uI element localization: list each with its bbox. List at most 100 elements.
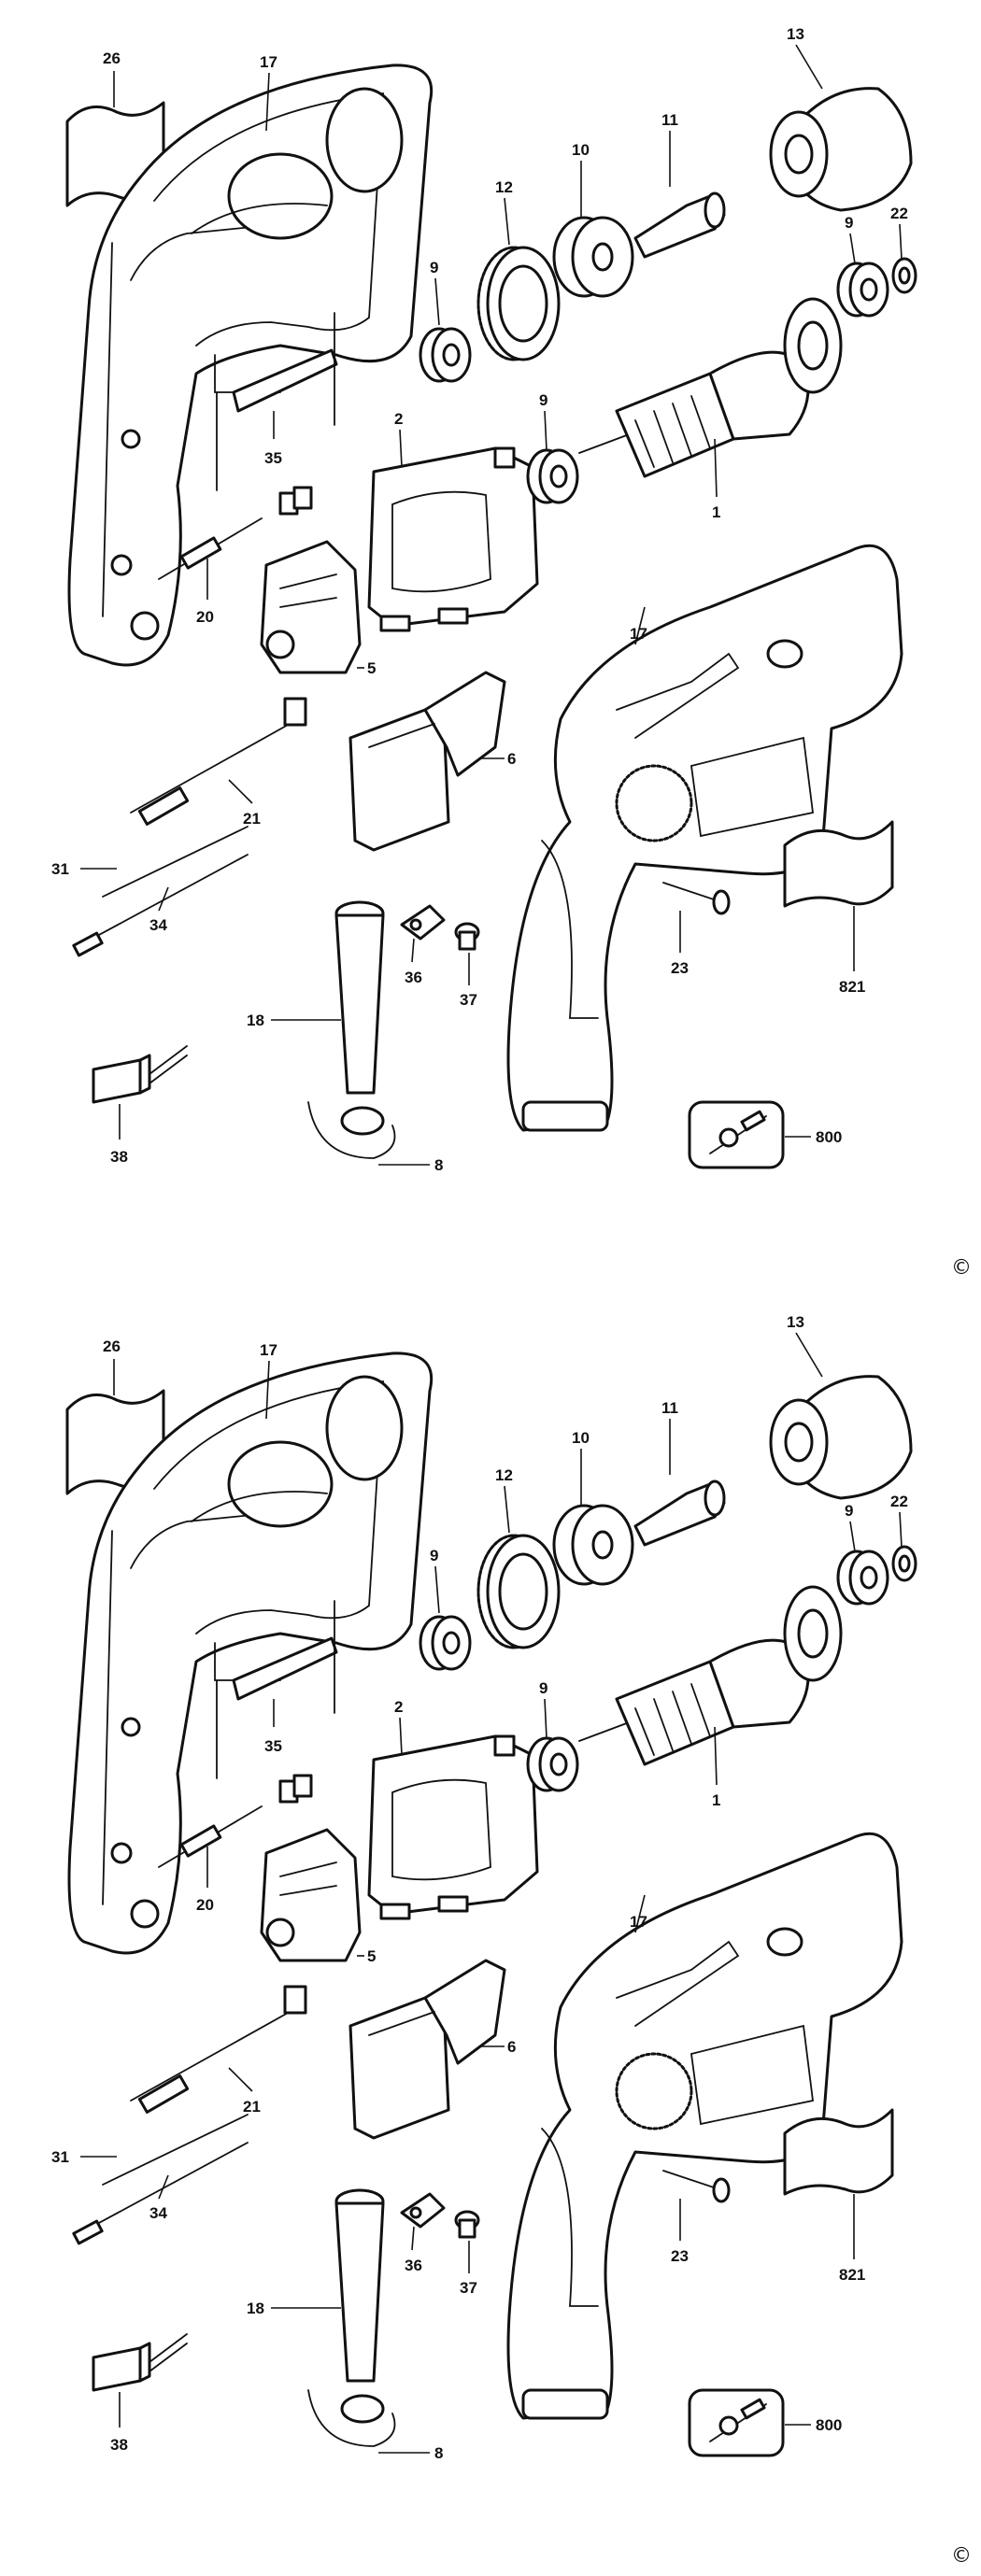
stator-2	[367, 446, 539, 632]
bearing-9-middle	[526, 1736, 579, 1792]
side-handle-18	[307, 2188, 396, 2447]
part-number-22: 22	[890, 1493, 908, 1510]
gear-12	[476, 246, 561, 361]
clip-35	[232, 1636, 338, 1701]
washer-22	[891, 1545, 917, 1582]
part-number-26: 26	[103, 1338, 121, 1355]
wire-31	[102, 2114, 249, 2186]
clamp-36	[400, 904, 446, 941]
part-number-8: 8	[434, 1156, 443, 1174]
leader-lines	[80, 1332, 903, 2454]
part-number-1: 1	[712, 1791, 720, 1809]
part-number-37: 37	[460, 991, 477, 1009]
part-number-6: 6	[507, 2038, 516, 2056]
part-number-10: 10	[572, 1429, 590, 1447]
part-number-2: 2	[394, 1698, 403, 1716]
exploded-diagram-drawing: 26 17 13 11 10 12 9 22 9 9 2 35 1 20 5 1…	[51, 1313, 917, 2462]
leader-lines	[80, 44, 903, 1166]
bearing-9-middle	[526, 448, 579, 504]
wire-21	[130, 1985, 307, 2114]
exploded-diagram-sheet-1: 26 17 13 11 10 12 9 22 9 9 2 35 1 20 5 1…	[51, 25, 972, 1280]
part-number-18: 18	[247, 1012, 264, 1029]
spacer-10	[552, 216, 634, 298]
bearing-9-right	[836, 1550, 889, 1606]
part-number-12: 12	[495, 178, 513, 196]
part-number-6: 6	[507, 750, 516, 768]
housing-half-17	[67, 64, 433, 667]
housing-half-17	[67, 1352, 433, 1955]
bearing-9-right	[836, 262, 889, 318]
part-number-17-housing: 17	[260, 53, 277, 71]
part-number-38: 38	[110, 2436, 128, 2454]
spindle-11	[633, 191, 726, 259]
exploded-diagram-sheet-2: 26 17 13 11 10 12 9 22 9 9 2 35 1 20 5 1…	[0, 1288, 981, 2576]
chuck-13	[769, 1375, 913, 1500]
gear-12	[476, 1534, 561, 1649]
part-number-9-left: 9	[430, 259, 438, 276]
chuck-13	[769, 87, 913, 212]
part-number-31: 31	[51, 2148, 69, 2166]
part-number-13: 13	[787, 25, 804, 43]
part-number-37: 37	[460, 2279, 477, 2297]
part-number-34: 34	[149, 916, 167, 934]
part-number-821: 821	[839, 2266, 865, 2284]
part-number-5: 5	[367, 1947, 376, 1965]
part-number-9-middle: 9	[539, 391, 547, 409]
part-number-18: 18	[247, 2300, 264, 2317]
part-number-8: 8	[434, 2444, 443, 2462]
part-number-34: 34	[149, 2204, 167, 2222]
part-number-9-right: 9	[845, 214, 853, 232]
part-number-35: 35	[264, 449, 282, 467]
label-821	[783, 820, 894, 908]
part-number-17-drill: 17	[630, 1913, 647, 1931]
washer-22	[891, 257, 917, 294]
exploded-diagram-drawing: 26 17 13 11 10 12 9 22 9 9 2 35 1 20 5 1…	[51, 25, 917, 1174]
wire-34	[74, 854, 249, 949]
part-number-12: 12	[495, 1466, 513, 1484]
switch-6	[348, 1959, 506, 2140]
brush-38	[92, 1045, 188, 1104]
assembled-drill-17	[506, 1832, 903, 2420]
kit-box-800	[688, 2388, 785, 2457]
spindle-11	[633, 1479, 726, 1547]
part-number-1: 1	[712, 503, 720, 521]
part-number-13: 13	[787, 1313, 804, 1331]
part-number-36: 36	[405, 2257, 422, 2274]
wire-21	[130, 697, 307, 826]
brush-holder-5	[260, 540, 362, 674]
part-number-11: 11	[661, 111, 678, 129]
part-number-23: 23	[671, 959, 689, 977]
copyright-mark: ©	[951, 2544, 972, 2568]
part-number-821: 821	[839, 978, 865, 996]
screw-37	[454, 922, 480, 951]
armature-1	[578, 297, 843, 478]
part-number-22: 22	[890, 205, 908, 222]
part-number-800: 800	[816, 1128, 842, 1146]
wire-31	[102, 826, 249, 898]
part-number-36: 36	[405, 969, 422, 986]
part-number-35: 35	[264, 1737, 282, 1755]
part-number-800: 800	[816, 2416, 842, 2434]
wire-20	[158, 486, 313, 580]
part-number-10: 10	[572, 141, 590, 159]
kit-box-800	[688, 1100, 785, 1169]
brush-holder-5	[260, 1828, 362, 1962]
side-handle-18	[307, 900, 396, 1159]
wire-34	[74, 2142, 249, 2237]
assembled-drill-17	[506, 544, 903, 1132]
part-number-21: 21	[243, 2098, 261, 2116]
label-821	[783, 2108, 894, 2196]
copyright-mark: ©	[951, 1256, 972, 1280]
part-number-9-left: 9	[430, 1547, 438, 1564]
clamp-36	[400, 2192, 446, 2229]
screw-23	[662, 882, 731, 915]
part-number-17-drill: 17	[630, 625, 647, 643]
part-number-17-housing: 17	[260, 1341, 277, 1359]
part-number-23: 23	[671, 2247, 689, 2265]
bearing-9-left	[419, 1615, 472, 1671]
part-number-20: 20	[196, 1896, 214, 1914]
screw-37	[454, 2210, 480, 2239]
brush-38	[92, 2333, 188, 2392]
part-number-20: 20	[196, 608, 214, 626]
wire-20	[158, 1774, 313, 1868]
